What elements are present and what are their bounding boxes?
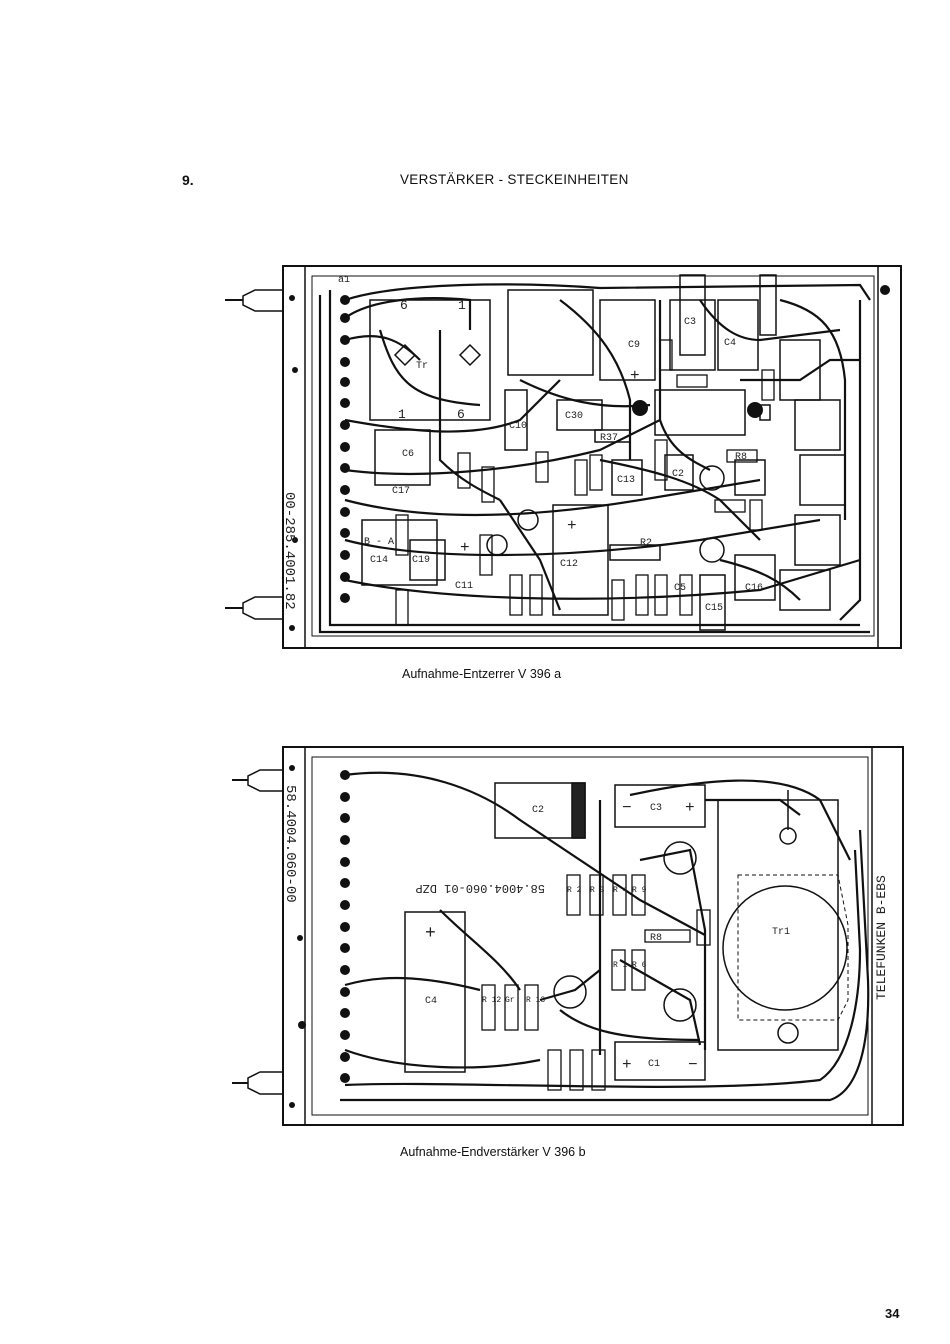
label-gr: Gr (505, 996, 515, 1005)
section-number: 9. (182, 172, 194, 188)
label-tr: Tr (416, 361, 428, 372)
label-c10: C10 (509, 421, 527, 432)
label-r3: R 3 (590, 886, 605, 895)
label-plus-1: + (630, 367, 640, 385)
label-c4: C4 (724, 338, 736, 349)
board2-part-number: 58.4004.060-00 (282, 785, 298, 903)
label-c3: C3 (650, 803, 662, 814)
pcb-diagram-endverstaerker: C2 C3 C4 C1 Tr1 R8 R 2 R 3 R 4 R 9 R 1 R… (232, 746, 904, 1126)
label-plus-3: + (460, 539, 470, 557)
label-c5: C5 (674, 583, 686, 594)
label-c13: C13 (617, 475, 635, 486)
label-pin6: 6 (400, 298, 408, 313)
label-pin1b: 1 (398, 407, 406, 422)
label-pin6b: 6 (457, 407, 465, 422)
label-c30: C30 (565, 411, 583, 422)
label-r13: R 13 (526, 996, 545, 1005)
label-r4: R 4 (613, 886, 628, 895)
label-r6: R 6 (632, 961, 647, 970)
label-c9: C9 (628, 340, 640, 351)
label-c6: C6 (402, 449, 414, 460)
label-r8: R8 (735, 452, 747, 463)
label-c2: C2 (532, 805, 544, 816)
label-c15: C15 (705, 603, 723, 614)
label-minus-2: − (688, 1056, 698, 1074)
label-plus-2: + (567, 517, 577, 535)
label-r12: R 12 (482, 996, 501, 1005)
board2-mirrored-part-number: 58.4004.060-01 DZP (415, 881, 545, 895)
label-c1: C1 (648, 1059, 660, 1070)
label-c16: C16 (745, 583, 763, 594)
label-r9: R 9 (632, 886, 647, 895)
label-tr1: Tr1 (772, 927, 790, 938)
page-number: 34 (885, 1306, 900, 1321)
pcb-diagram-entzerrer: a1 6 1 Tr 1 6 C6 C17 B - A C14 C19 C10 C… (225, 265, 902, 649)
board1-part-number: 00-285.4001.82 (281, 492, 297, 610)
label-c4: C4 (425, 996, 437, 1007)
label-plus-2: + (685, 799, 695, 817)
label-c17: C17 (392, 486, 410, 497)
label-r1: R 1 (613, 961, 628, 970)
label-minus-1: − (622, 799, 632, 817)
label-c11: C11 (455, 581, 473, 592)
board2-brand-marking: TELEFUNKEN B-EBS (874, 875, 889, 1000)
label-ba: B - A (364, 537, 394, 548)
label-a1: a1 (338, 275, 350, 286)
label-r8: R8 (650, 933, 662, 944)
label-c12: C12 (560, 559, 578, 570)
label-pin1: 1 (458, 298, 466, 313)
label-c2: C2 (672, 469, 684, 480)
label-plus-1: + (425, 924, 436, 944)
caption-board-1: Aufnahme-Entzerrer V 396 a (402, 667, 562, 681)
label-r2: R 2 (567, 886, 582, 895)
label-plus-3: + (622, 1056, 632, 1074)
caption-board-2: Aufnahme-Endverstärker V 396 b (400, 1145, 586, 1159)
section-title: VERSTÄRKER - STECKEINHEITEN (400, 172, 629, 187)
label-r37: R37 (600, 433, 618, 444)
label-c3: C3 (684, 317, 696, 328)
label-r2: R2 (640, 538, 652, 549)
label-c14: C14 (370, 555, 388, 566)
label-c19: C19 (412, 555, 430, 566)
